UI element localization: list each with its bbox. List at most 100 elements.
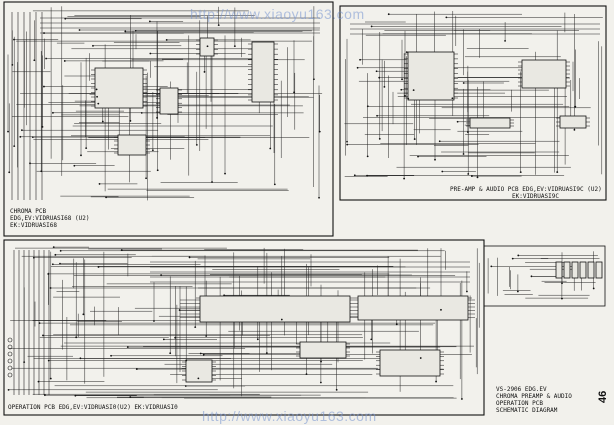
preamp-label-line2: EK:VIDRUASI9C [512,193,559,200]
junction [417,155,419,158]
junction [165,39,168,41]
junction [476,176,479,179]
junction [156,117,158,119]
ic-chip [199,295,351,323]
junction [197,377,200,380]
junction [149,52,152,55]
connector-socket [7,351,13,357]
junction [23,361,26,364]
junction [59,249,62,252]
junction [405,51,408,54]
junction [293,91,295,94]
junction [462,82,465,84]
junction [80,154,82,157]
connector-socket [7,344,13,350]
junction [273,183,276,186]
junction [203,71,206,73]
junction [184,385,187,387]
junction [395,323,398,326]
junction [318,196,320,199]
junction [169,352,172,355]
connector-pin [563,261,571,279]
junction [504,39,506,42]
junction [335,388,338,391]
junction [43,85,45,88]
ic-chip [379,349,441,377]
junction [151,149,154,152]
junction [110,354,112,357]
junction [438,140,441,143]
junction [440,308,442,311]
junction [530,275,533,278]
junction [517,254,520,257]
junction [573,128,576,131]
junction [145,177,147,180]
connector-pin [579,261,587,279]
junction [63,60,66,62]
title-line4: SCHEMATIC DIAGRAM [496,407,558,414]
junction [400,88,403,91]
junction [97,102,100,105]
junction [59,262,61,265]
junction [11,63,14,66]
junction [467,173,470,175]
connector-pin [571,261,579,279]
junction [78,29,81,31]
junction [556,171,559,173]
ic-chip [159,87,179,115]
connector-socket [7,337,13,343]
junction [37,380,40,383]
junction [153,320,155,322]
junction [366,174,369,177]
junction [312,78,315,81]
junction [156,169,159,172]
junction [195,143,198,146]
junction [85,147,88,150]
junction [470,175,473,178]
ic-chip [521,59,567,89]
junction [101,120,104,123]
junction [42,334,44,337]
junction [378,76,381,79]
junction [38,322,41,324]
junction [29,162,31,165]
junction [223,294,226,297]
junction [32,256,35,259]
junction [126,346,129,348]
junction [413,138,416,140]
junction [92,44,94,47]
junction [404,94,406,97]
junction [205,335,208,337]
junction [462,153,465,155]
connector-socket [7,372,13,378]
junction [407,97,410,100]
ic-chip [299,341,347,359]
ic-chip [407,51,455,101]
junction [40,170,43,173]
junction [265,352,268,354]
ic-chip [469,117,511,129]
junction [47,359,50,362]
chroma-label-line3: EK:VIDRUASI68 [10,222,57,229]
junction [319,381,322,384]
junction [174,336,176,339]
junction [47,273,50,275]
junction [280,318,283,321]
chroma-label-line1: CHROMA PCB [10,208,47,215]
junction [561,297,563,300]
watermark-top: http://www.xiaoyu163.com [190,6,365,22]
ic-chip [94,67,144,109]
junction [120,249,123,252]
operation-board-label: OPERATION PCB EDG,EV:VIDRUASI0(U2) EK:VI… [8,404,178,411]
junction [356,66,359,69]
junction [148,20,151,23]
title-line1: VS-2906 EDG.EV [496,386,547,393]
ic-chip [117,134,147,156]
junction [129,120,132,122]
junction [96,95,98,98]
junction [95,88,98,91]
title-line2: CHROMA PREAMP & AUDIO [496,393,572,400]
junction [592,287,595,290]
